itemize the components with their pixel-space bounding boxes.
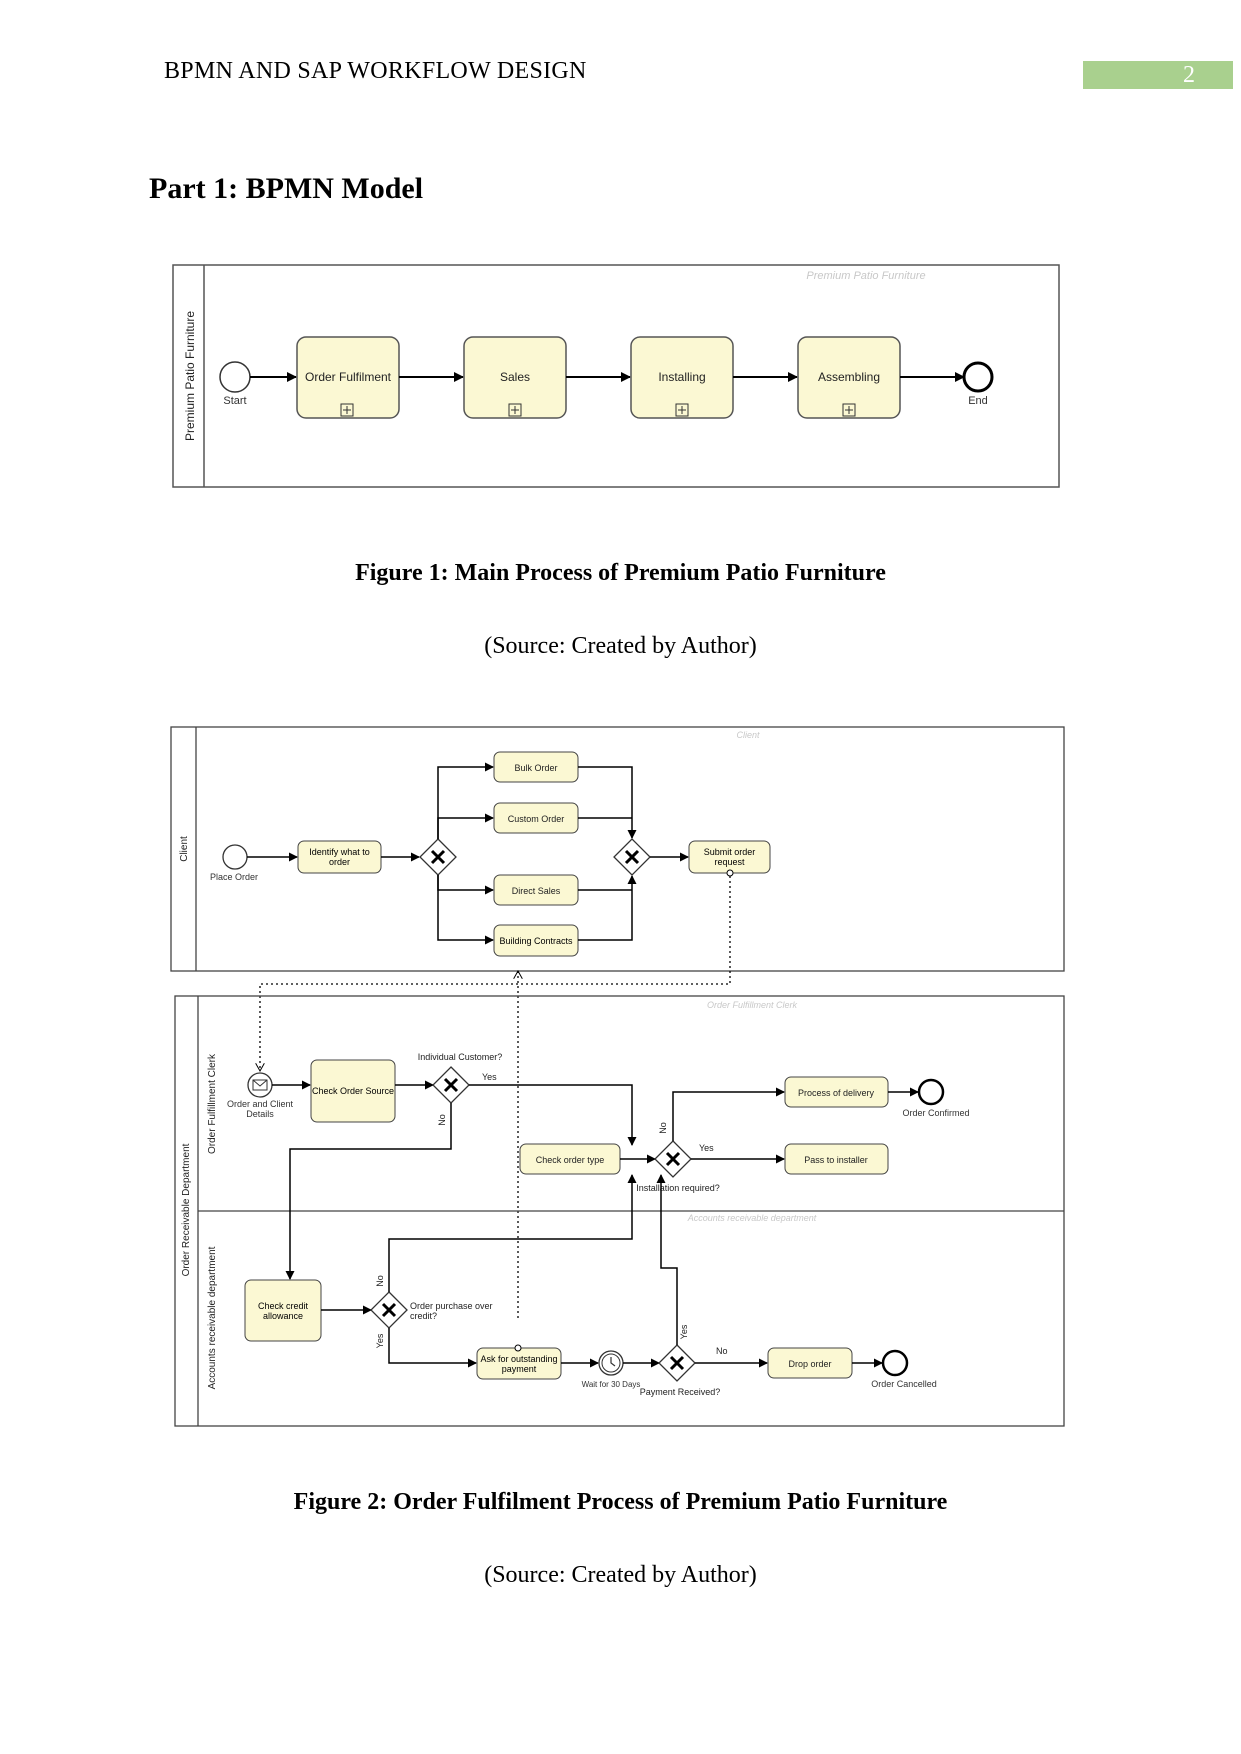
payment-label: Payment Received? [640,1387,721,1397]
check-order-source-task [310,1059,396,1123]
start-event [219,361,251,393]
check-order-type-label: Check order type [536,1155,605,1165]
pass-installer-label: Pass to installer [804,1155,868,1165]
pool-watermark: Premium Patio Furniture [806,270,925,282]
credit-no-label: No [375,1275,385,1287]
payment-yes-label: Yes [679,1324,689,1339]
figure-1-caption: Figure 1: Main Process of Premium Patio … [355,560,886,586]
merge-gateway [613,838,651,876]
place-order-label: Place Order [210,872,258,882]
payment-no-label: No [716,1346,728,1356]
installation-no-label: No [658,1122,668,1134]
timer-event [598,1350,624,1376]
order-confirmed-label: Order Confirmed [902,1108,969,1118]
installation-label: Installation required? [636,1183,720,1193]
page-number-box: 2 [1083,61,1233,89]
client-watermark: Client [736,730,760,740]
end-label: End [968,395,988,407]
payment-gateway [658,1344,696,1382]
lane-accounts-label: Accounts receivable department [207,1246,218,1389]
end-event [962,361,994,393]
identify-task-label: Identify what to order [309,847,370,867]
drop-order-label: Drop order [788,1359,831,1369]
department-pool-label: Order Receivable Department [181,1143,192,1276]
figure-1-source: (Source: Created by Author) [484,633,757,659]
individual-customer-label: Individual Customer? [418,1052,503,1062]
figure-2-diagram: Client Client Place Order Identify what … [170,726,1065,1427]
task-order-fulfilment-label: Order Fulfilment [305,370,392,384]
custom-order-label: Custom Order [508,814,565,824]
credit-gateway-label: Order purchase over credit? [410,1301,493,1321]
individual-customer-gateway [432,1066,470,1104]
order-confirmed-end [917,1078,945,1106]
start-label: Start [223,395,246,407]
installation-yes-label: Yes [699,1143,714,1153]
order-cancelled-end [881,1349,909,1377]
building-contracts-label: Building Contracts [499,935,573,946]
ask-payment-label: Ask for outstanding payment [480,1353,558,1374]
timer-label: Wait for 30 Days [582,1380,641,1389]
pass-installer-task [784,1143,889,1175]
order-cancelled-label: Order Cancelled [871,1379,937,1389]
message-start-label: Order and Client Details [226,1099,294,1119]
direct-sales-label: Direct Sales [512,886,561,896]
check-credit-label: Check credit allowance [257,1300,309,1321]
process-delivery-label: Process of delivery [798,1088,875,1098]
task-installing-label: Installing [658,370,705,384]
lane-clerk-label: Order Fulfillment Clerk [207,1053,218,1154]
credit-gateway [370,1291,408,1329]
individual-yes-label: Yes [482,1072,497,1082]
submit-order-label: Submit order request [703,847,756,867]
figure-1-diagram: Premium Patio Furniture Premium Patio Fu… [172,264,1060,488]
installation-gateway [654,1140,692,1178]
task-sales-label: Sales [500,370,530,384]
page-number: 2 [1183,62,1195,88]
message-start-event [247,1072,273,1098]
place-order-start [222,844,248,870]
lane-accounts-watermark: Accounts receivable department [687,1213,817,1223]
check-order-source-label: Check Order Source [311,1086,395,1096]
figure-2-source: (Source: Created by Author) [484,1562,757,1588]
client-lane-label: Client [179,836,190,862]
running-header: BPMN AND SAP WORKFLOW DESIGN [164,58,587,84]
figure-2-caption: Figure 2: Order Fulfilment Process of Pr… [293,1489,948,1515]
bulk-order-label: Bulk Order [514,763,557,773]
individual-no-label: No [437,1114,447,1126]
credit-yes-label: Yes [375,1333,385,1348]
lane-clerk-watermark: Order Fulfillment Clerk [707,1000,798,1010]
task-assembling-label: Assembling [818,370,880,384]
pool-label: Premium Patio Furniture [183,311,197,441]
section-heading: Part 1: BPMN Model [149,172,424,205]
